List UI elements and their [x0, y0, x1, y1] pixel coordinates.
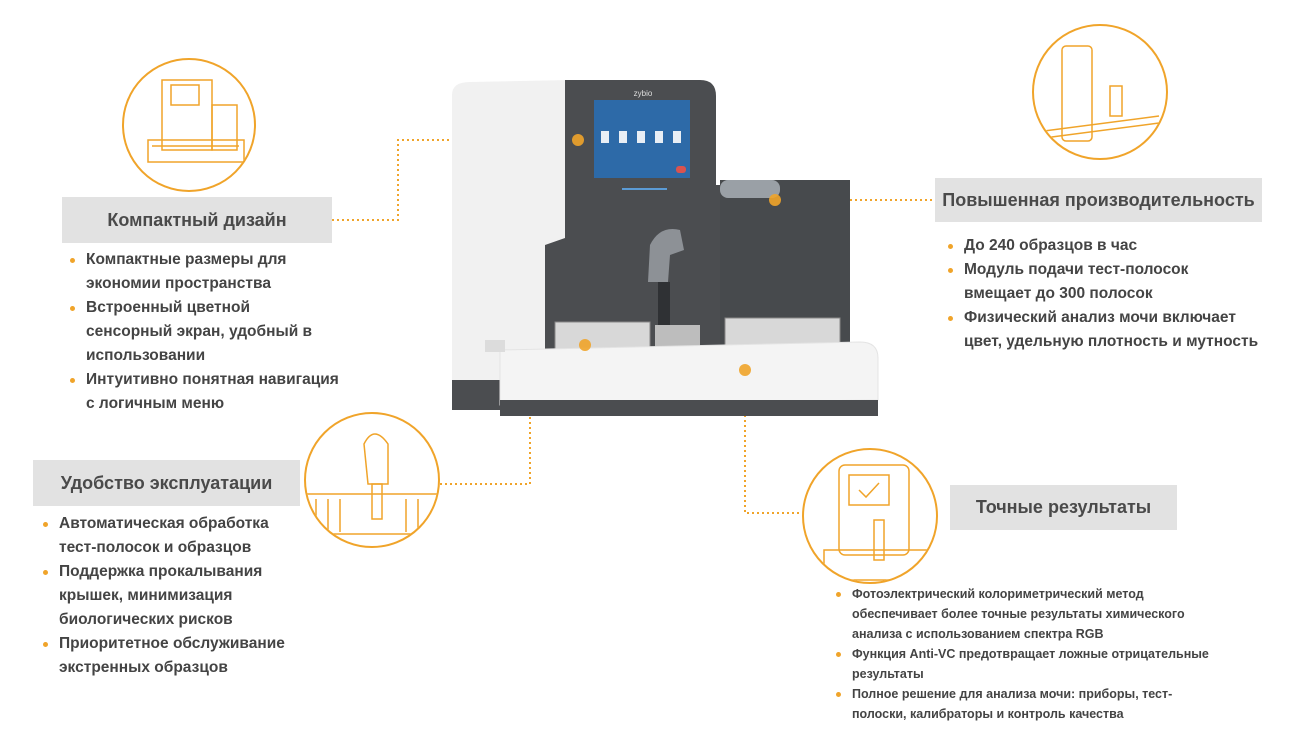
usability-list: Автоматическая обработка тест-полосок и …: [43, 512, 293, 680]
list-item: Модуль подачи тест-полосок вмещает до 30…: [948, 258, 1234, 306]
performance-thumbnail: [1032, 24, 1168, 160]
performance-title: Повышенная производительность: [935, 178, 1262, 222]
list-item: Встроенный цветной сенсорный экран, удоб…: [70, 296, 340, 368]
accuracy-list: Фотоэлектрический колориметрический мето…: [836, 584, 1256, 724]
compact-design-list: Компактные размеры для экономии простран…: [70, 248, 340, 416]
usability-thumbnail: [304, 412, 440, 548]
performance-list: До 240 образцов в час Модуль подачи тест…: [948, 234, 1278, 354]
list-item: Приоритетное обслуживание экстренных обр…: [43, 632, 293, 680]
touch-screen: [594, 100, 690, 178]
list-item: Интуитивно понятная навигация с логичным…: [70, 368, 340, 416]
compact-design-title: Компактный дизайн: [62, 197, 332, 243]
list-item: До 240 образцов в час: [948, 234, 1278, 258]
list-item: Физический анализ мочи включает цвет, уд…: [948, 306, 1278, 354]
list-item: Поддержка прокалывания крышек, минимизац…: [43, 560, 293, 632]
list-item: Полное решение для анализа мочи: приборы…: [836, 684, 1222, 724]
list-item: Компактные размеры для экономии простран…: [70, 248, 340, 296]
accuracy-thumbnail: [802, 448, 938, 584]
list-item: Функция Anti-VC предотвращает ложные отр…: [836, 644, 1256, 684]
usability-title: Удобство эксплуатации: [33, 460, 300, 506]
accuracy-title: Точные результаты: [950, 485, 1177, 530]
list-item: Фотоэлектрический колориметрический мето…: [836, 584, 1232, 644]
list-item: Автоматическая обработка тест-полосок и …: [43, 512, 293, 560]
compact-design-thumbnail: [122, 58, 256, 192]
brand-logo: zybio: [634, 89, 653, 98]
